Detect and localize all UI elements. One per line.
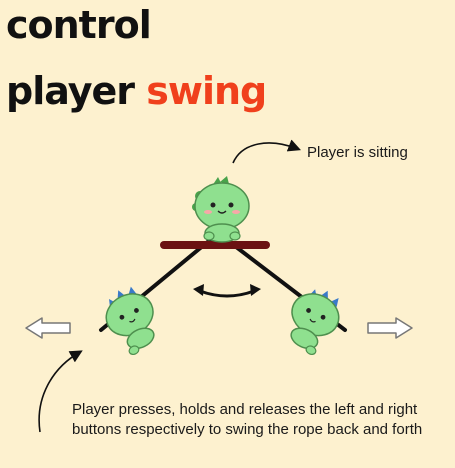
- sitting-character: [192, 176, 250, 243]
- swing-seat: [160, 241, 270, 249]
- swing-direction-icon: [193, 284, 261, 298]
- curved-arrow-icon: [38, 350, 83, 433]
- left-arrow-icon: [25, 317, 71, 339]
- curved-arrow-icon: [232, 139, 301, 164]
- left-swinging-character: [105, 286, 155, 356]
- annotation-instructions: Player presses, holds and releases the l…: [72, 401, 423, 439]
- right-swinging-character: [290, 289, 340, 356]
- title-word-swing: swing: [146, 69, 267, 113]
- annotation-player-sitting: Player is sitting: [307, 144, 408, 161]
- title-word-player: player: [6, 69, 135, 113]
- right-arrow-icon: [367, 317, 413, 339]
- title-line-1: control: [6, 3, 152, 47]
- title-line-2: player swing: [6, 69, 267, 113]
